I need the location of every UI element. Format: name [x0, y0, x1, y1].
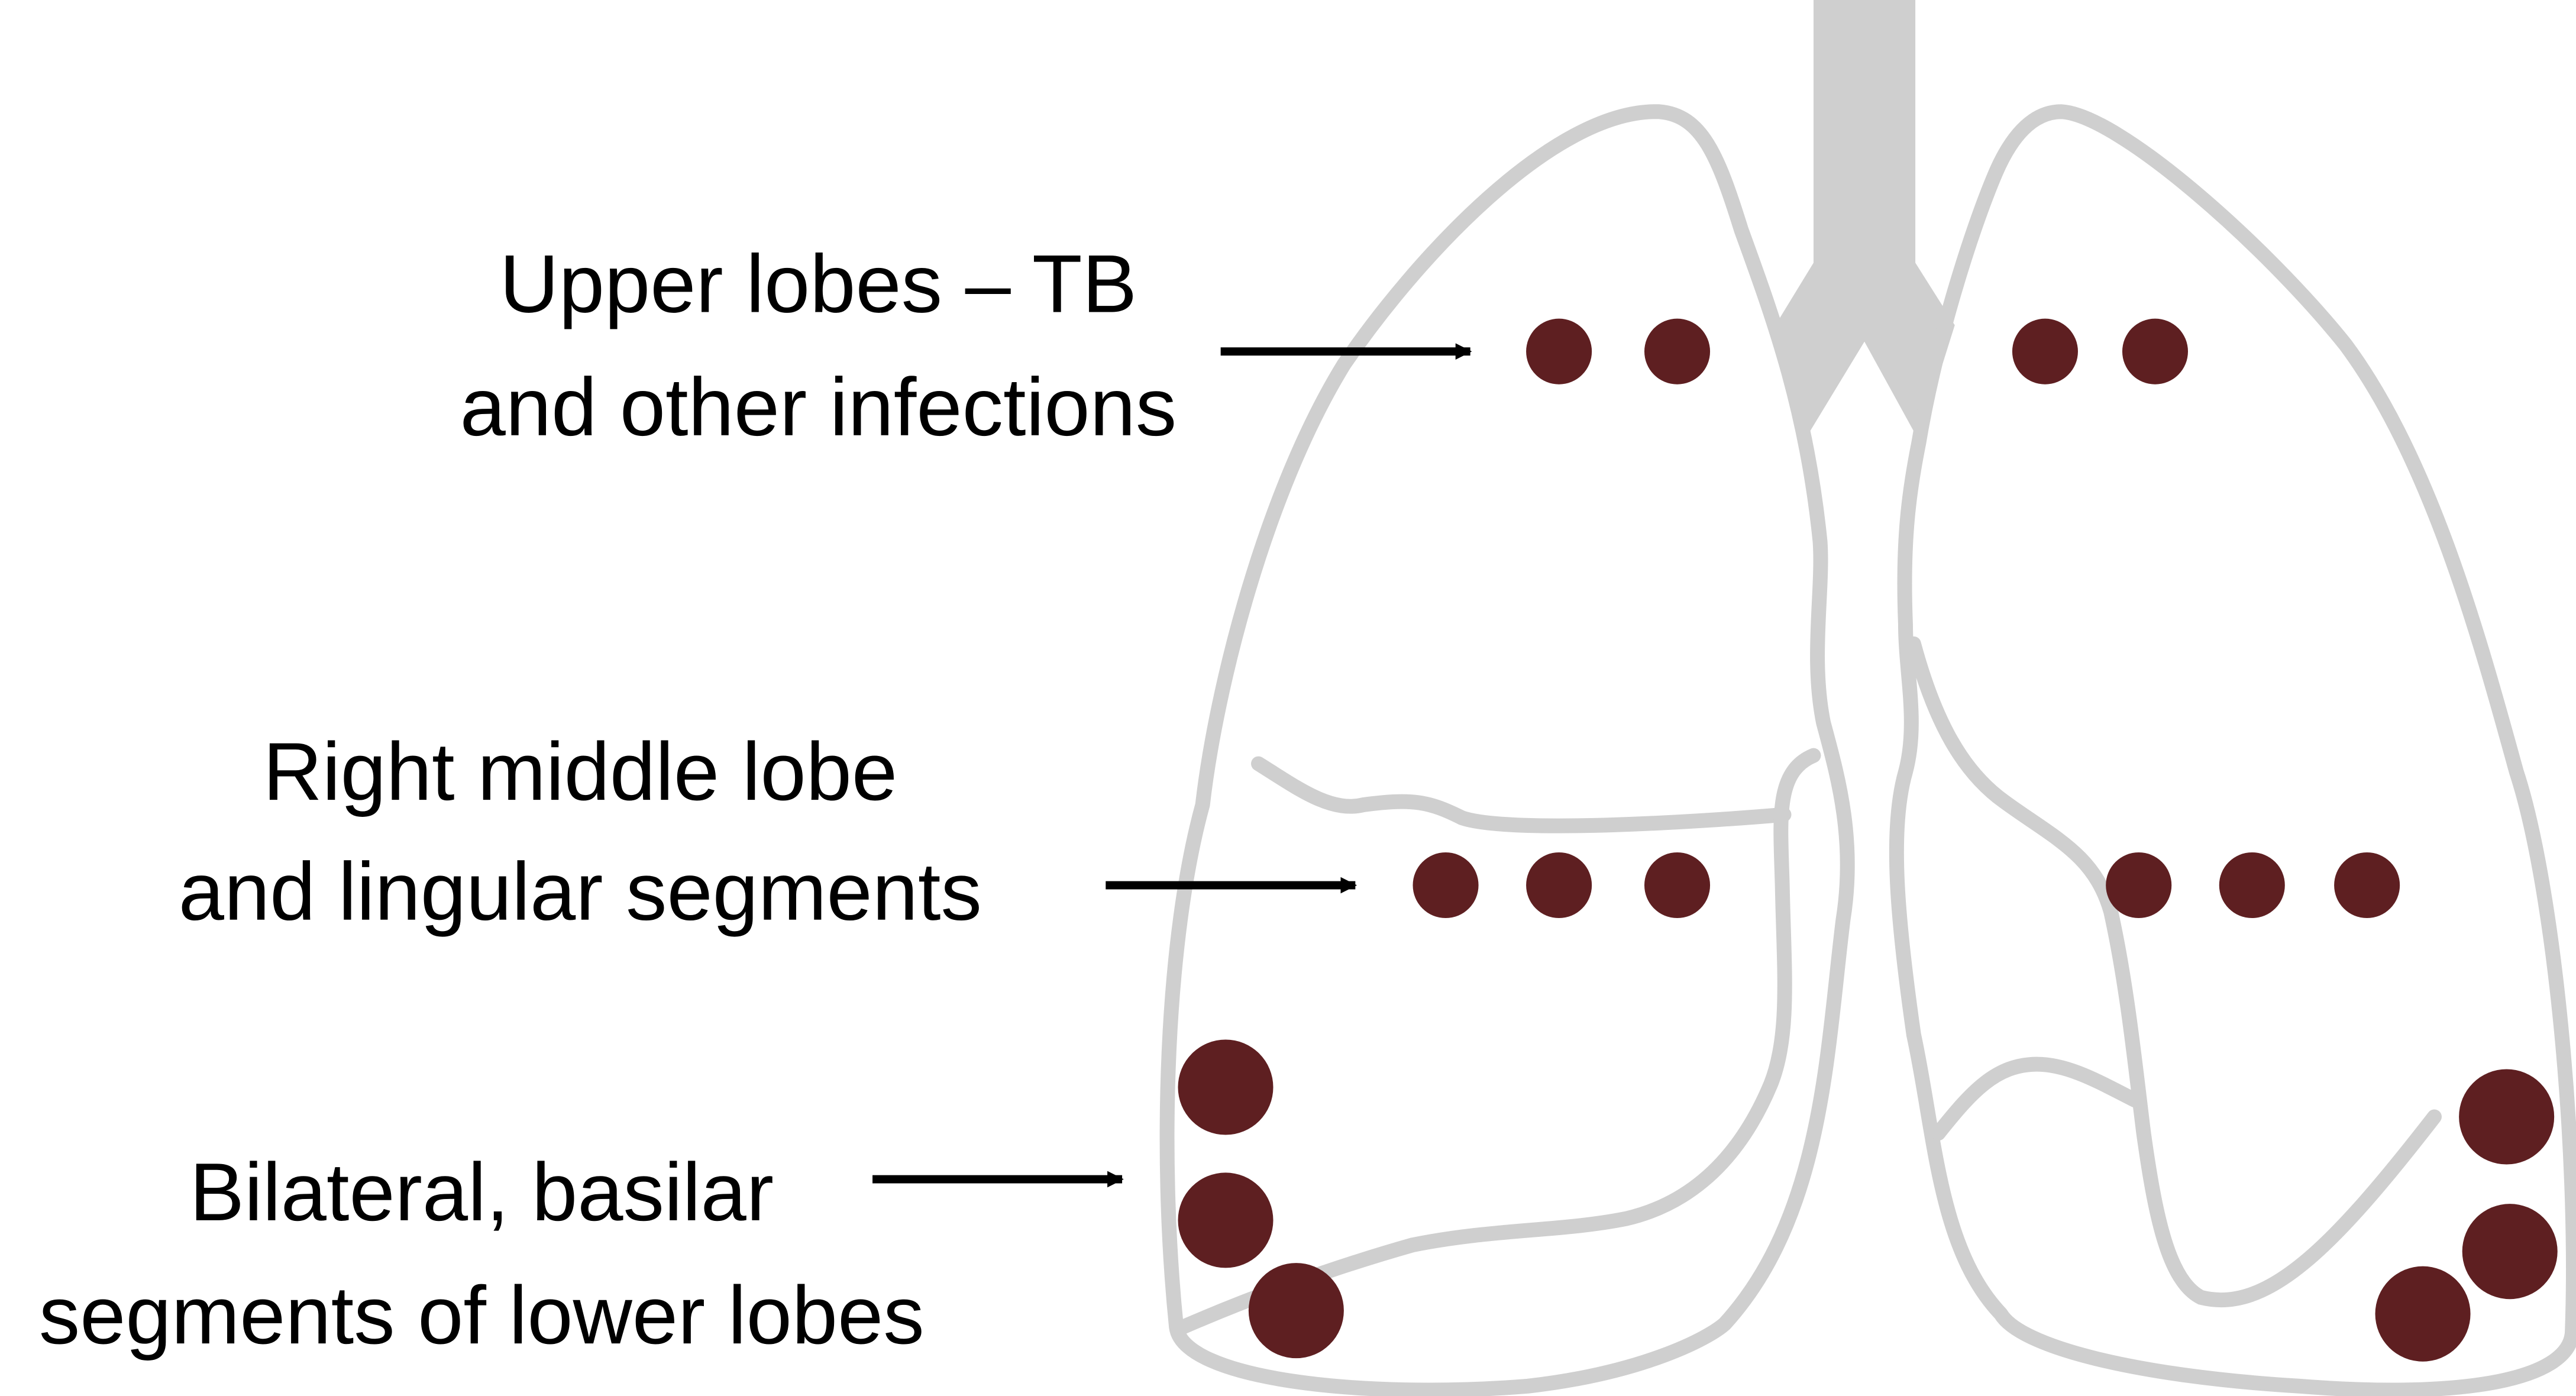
label-middle: Right middle lobe and lingular segments [179, 726, 982, 938]
label-upper: Upper lobes – TB and other infections [460, 238, 1177, 453]
lesion-dot-lower-left-2 [2462, 1204, 2558, 1300]
left-oblique-fissure [1906, 636, 2442, 1307]
lesion-dot-middle-right-1 [1413, 852, 1479, 919]
label-upper-line1: Upper lobes – TB [500, 238, 1137, 330]
lesion-dot-middle-left-3 [2334, 852, 2400, 919]
lesions-lower [1178, 1039, 2558, 1362]
label-lower-line1: Bilateral, basilar [189, 1146, 774, 1238]
lesion-dot-lower-right-3 [1248, 1263, 1344, 1359]
lesion-dot-middle-right-3 [1644, 852, 1711, 919]
lesion-dot-middle-right-2 [1526, 852, 1592, 919]
lesion-dot-lower-right-2 [1178, 1172, 1274, 1268]
label-lower-line2: segments of lower lobes [39, 1269, 925, 1361]
right-lung [1159, 104, 1855, 1396]
left-lung-outline [1889, 104, 2576, 1396]
lesion-dot-lower-left-3 [2375, 1266, 2471, 1362]
lesion-dot-upper-right-2 [1644, 318, 1711, 384]
lingula-border [1931, 1056, 2143, 1141]
label-middle-line1: Right middle lobe [263, 726, 898, 817]
label-lower: Bilateral, basilar segments of lower lob… [39, 1146, 925, 1361]
right-horizontal-fissure [1251, 756, 1792, 833]
lesion-dot-middle-left-2 [2219, 852, 2285, 919]
lesion-dot-lower-left-1 [2459, 1069, 2555, 1165]
lesion-dot-upper-left-1 [2012, 318, 2078, 384]
lesion-dot-upper-right-1 [1526, 318, 1592, 384]
left-lung [1889, 104, 2576, 1396]
right-middle-lobe-border [1175, 748, 1821, 1334]
lesion-dot-upper-left-2 [2122, 318, 2189, 384]
lesions-middle [1413, 852, 2400, 919]
label-middle-line2: and lingular segments [179, 846, 982, 938]
right-lung-outline [1159, 104, 1855, 1396]
lesion-dot-middle-left-1 [2106, 852, 2172, 919]
lesions-upper [1526, 318, 2189, 384]
label-upper-line2: and other infections [460, 361, 1177, 453]
lesion-dot-lower-right-1 [1178, 1039, 1274, 1135]
trachea [1777, 0, 1955, 441]
